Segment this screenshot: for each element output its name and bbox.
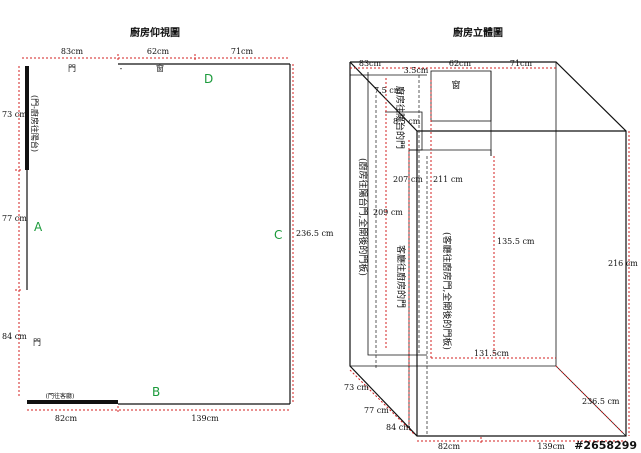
right-top-dim-1: 83cm [359,59,382,68]
right-outline [349,61,627,437]
right-dim-label-209: 209 cm [373,208,403,217]
right-dim-label-236: 236.5 cm [582,397,620,406]
right-label-window: 窗 [451,79,460,91]
right-dim-label-207: 207 cm [393,175,423,184]
left-note-balcony: (門-廚房往陽台) [30,95,40,152]
side-letter-b: B [152,385,160,399]
left-side-dim-2: 77 cm [2,214,27,223]
right-living-door-top [409,149,492,156]
right-label-balcony-door: 廚房往陽台的門 [394,86,406,149]
right-title: 廚房立體圖 [453,26,503,39]
right-label-balcony-panel: (廚房往陽台門,全開後的門板) [357,158,369,276]
left-side-dim-3: 84 cm [2,332,27,341]
left-top-label-door: 門 [68,64,76,73]
left-top-dim-2: 62cm [147,47,170,56]
left-note-door: 門 [33,338,41,347]
left-title: 廚房仰視圖 [130,26,180,39]
left-bottom-dim-1: 82cm [55,414,78,423]
right-bottom-left-dim-2: 77 cm [364,406,389,415]
right-dim-depth [349,369,415,435]
right-bottom-dim-2: 139cm [537,442,565,451]
left-top-dim-1: 83cm [61,47,84,56]
left-side-dim-1: 73 cm [2,110,27,119]
right-bottom-left-dim-3: 84 cm [386,423,411,432]
left-right-dim: 236.5 cm [296,229,334,238]
right-dim-label-7-5: 7.5 cm [374,86,402,95]
left-top-label-window: 窗 [156,63,164,73]
left-bottom-note: (門往客廳) [46,392,75,400]
side-letter-a: A [34,220,43,234]
right-label-kitchen-panel: (客廳往廚房門,全開後的門板) [441,232,453,350]
side-letter-c: C [274,228,282,242]
side-letter-d: D [204,72,213,86]
right-left-top-diag [349,61,418,132]
right-bottom-left-dim-1: 73 cm [344,383,369,392]
right-top-dim-3: 62cm [449,59,472,68]
right-top-dim-4: 71cm [510,59,533,68]
left-top-dim-3: 71cm [231,47,254,56]
right-bottom-dim-1: 82cm [438,442,461,451]
right-dim-label-211: 211 cm [433,175,463,184]
watermark: #2658299 [574,439,637,452]
right-balcony-door-frame [367,72,427,356]
left-bottom-dim-2: 139cm [191,414,219,423]
right-top-dim-2: 3.5cm [404,66,429,75]
right-label-living-door: 客廳往廚房的門 [395,245,407,308]
right-dim-label-8-5: 8.5 cm [393,117,421,126]
right-dim-label-135: 135.5 cm [497,237,535,246]
left-top-label-dash: - [120,64,123,73]
right-dim-label-216: 216 cm [608,259,638,268]
right-dim-label-131: 131.5cm [474,349,509,358]
right-window [430,70,492,122]
